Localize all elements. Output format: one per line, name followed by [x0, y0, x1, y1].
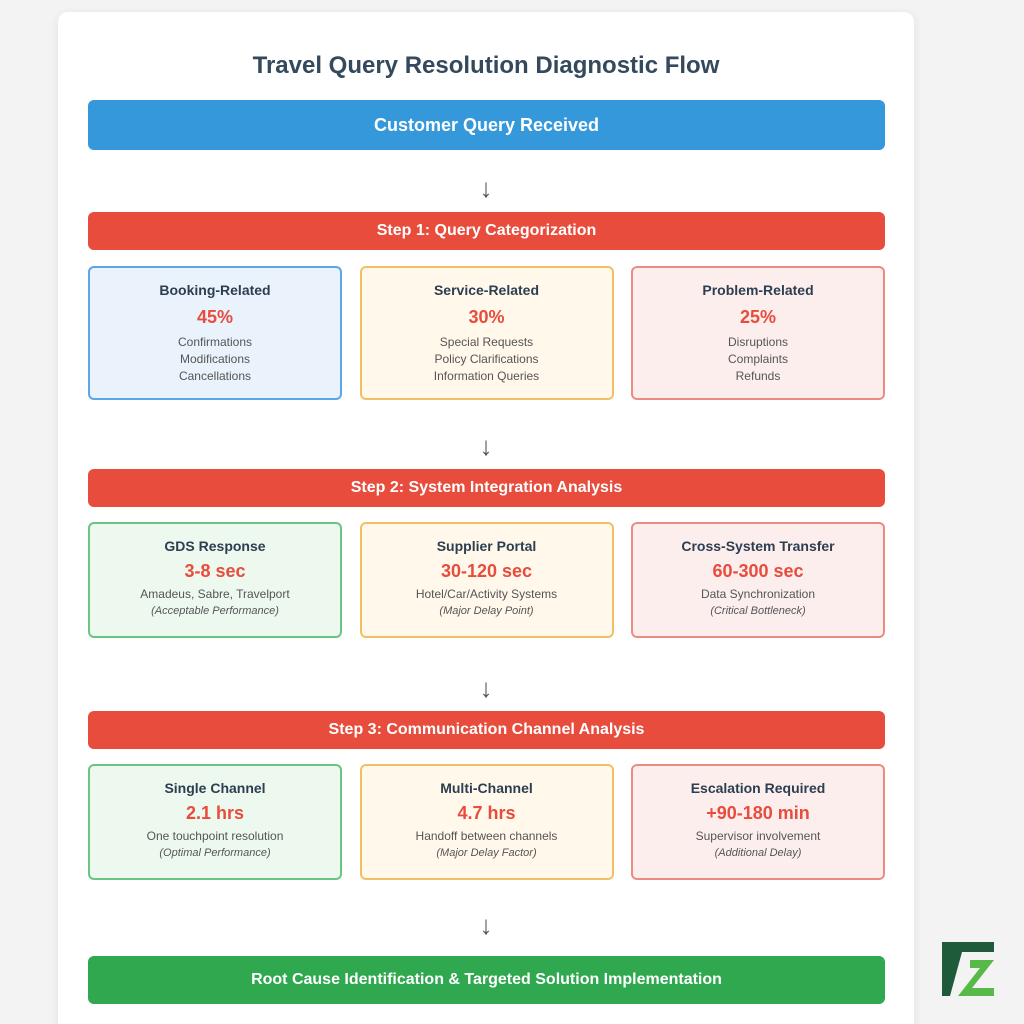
arrow-down-icon: ↓	[479, 910, 493, 940]
box-detail: Handoff between channels	[415, 829, 558, 843]
box-detail: Data Synchronization	[700, 587, 816, 601]
step-2-header: Step 2: System Integration Analysis	[88, 469, 885, 507]
arrow-down-icon: ↓	[479, 431, 493, 461]
box-value: 4.7 hrs	[457, 803, 516, 823]
box-line: Information Queries	[433, 369, 540, 383]
box-note: (Optimal Performance)	[159, 847, 271, 859]
start-node: Customer Query Received	[88, 100, 885, 150]
logo-icon	[942, 942, 994, 996]
box-value: 45%	[196, 307, 234, 327]
supplier-portal-box: Supplier Portal 30-120 sec Hotel/Car/Act…	[359, 522, 614, 638]
box-line: Policy Clarifications	[434, 352, 539, 366]
box-line: Complaints	[727, 352, 789, 366]
gds-response-box: GDS Response 3-8 sec Amadeus, Sabre, Tra…	[88, 522, 342, 638]
box-line: Refunds	[735, 369, 781, 383]
step-3-row: Single Channel 2.1 hrs One touchpoint re…	[88, 764, 885, 880]
diagram-card: Travel Query Resolution Diagnostic Flow …	[58, 12, 914, 1024]
step-2-label: Step 2: System Integration Analysis	[350, 479, 623, 496]
box-note: (Additional Delay)	[714, 847, 802, 859]
box-title: Single Channel	[164, 780, 266, 796]
step-2-row: GDS Response 3-8 sec Amadeus, Sabre, Tra…	[88, 522, 885, 638]
box-line: Modifications	[179, 352, 251, 366]
multi-channel-box: Multi-Channel 4.7 hrs Handoff between ch…	[359, 764, 614, 880]
box-line: Confirmations	[177, 335, 253, 349]
box-title: Multi-Channel	[440, 780, 533, 796]
single-channel-box: Single Channel 2.1 hrs One touchpoint re…	[88, 764, 342, 880]
arrow-down-icon: ↓	[479, 173, 493, 203]
box-note: (Acceptable Performance)	[151, 605, 279, 617]
end-node-label: Root Cause Identification & Targeted Sol…	[251, 971, 722, 988]
box-title: Supplier Portal	[436, 538, 537, 554]
box-value: 2.1 hrs	[185, 803, 245, 823]
box-title: Cross-System Transfer	[681, 538, 835, 554]
box-title: Booking-Related	[159, 282, 271, 298]
box-note: (Critical Bottleneck)	[710, 605, 806, 617]
box-line: Disruptions	[727, 335, 789, 349]
box-title: Problem-Related	[702, 282, 814, 298]
box-title: Escalation Required	[690, 780, 826, 796]
step-1-row: Booking-Related 45% Confirmations Modifi…	[88, 266, 885, 400]
step-3-header: Step 3: Communication Channel Analysis	[88, 711, 885, 749]
box-detail: Amadeus, Sabre, Travelport	[140, 587, 290, 601]
box-title: GDS Response	[164, 538, 266, 554]
box-detail: Supervisor involvement	[695, 829, 821, 843]
box-value: 30%	[468, 307, 505, 327]
box-value: 3-8 sec	[184, 561, 246, 581]
start-node-label: Customer Query Received	[373, 114, 600, 135]
diagram-title: Travel Query Resolution Diagnostic Flow	[252, 52, 720, 79]
logo-dark-shape	[942, 942, 994, 996]
box-value: 25%	[739, 307, 777, 327]
box-note: (Major Delay Factor)	[436, 847, 537, 859]
box-value: +90-180 min	[706, 803, 810, 823]
step-1-label: Step 1: Query Categorization	[376, 222, 597, 239]
problem-related-box: Problem-Related 25% Disruptions Complain…	[631, 266, 885, 400]
box-title: Service-Related	[433, 282, 540, 298]
step-1-header: Step 1: Query Categorization	[88, 212, 885, 250]
box-value: 30-120 sec	[440, 561, 533, 581]
box-detail: Hotel/Car/Activity Systems	[415, 587, 558, 601]
cross-system-transfer-box: Cross-System Transfer 60-300 sec Data Sy…	[631, 522, 885, 638]
step-3-label: Step 3: Communication Channel Analysis	[328, 721, 645, 738]
box-value: 60-300 sec	[712, 561, 804, 581]
box-line: Cancellations	[178, 369, 252, 383]
box-detail: One touchpoint resolution	[146, 829, 284, 843]
end-node: Root Cause Identification & Targeted Sol…	[88, 956, 885, 1004]
escalation-required-box: Escalation Required +90-180 min Supervis…	[631, 764, 885, 880]
service-related-box: Service-Related 30% Special Requests Pol…	[359, 266, 614, 400]
logo-light-shape	[958, 960, 994, 996]
booking-related-box: Booking-Related 45% Confirmations Modifi…	[88, 266, 342, 400]
arrow-down-icon: ↓	[479, 673, 493, 703]
box-note: (Major Delay Point)	[439, 605, 534, 617]
box-line: Special Requests	[439, 335, 534, 349]
